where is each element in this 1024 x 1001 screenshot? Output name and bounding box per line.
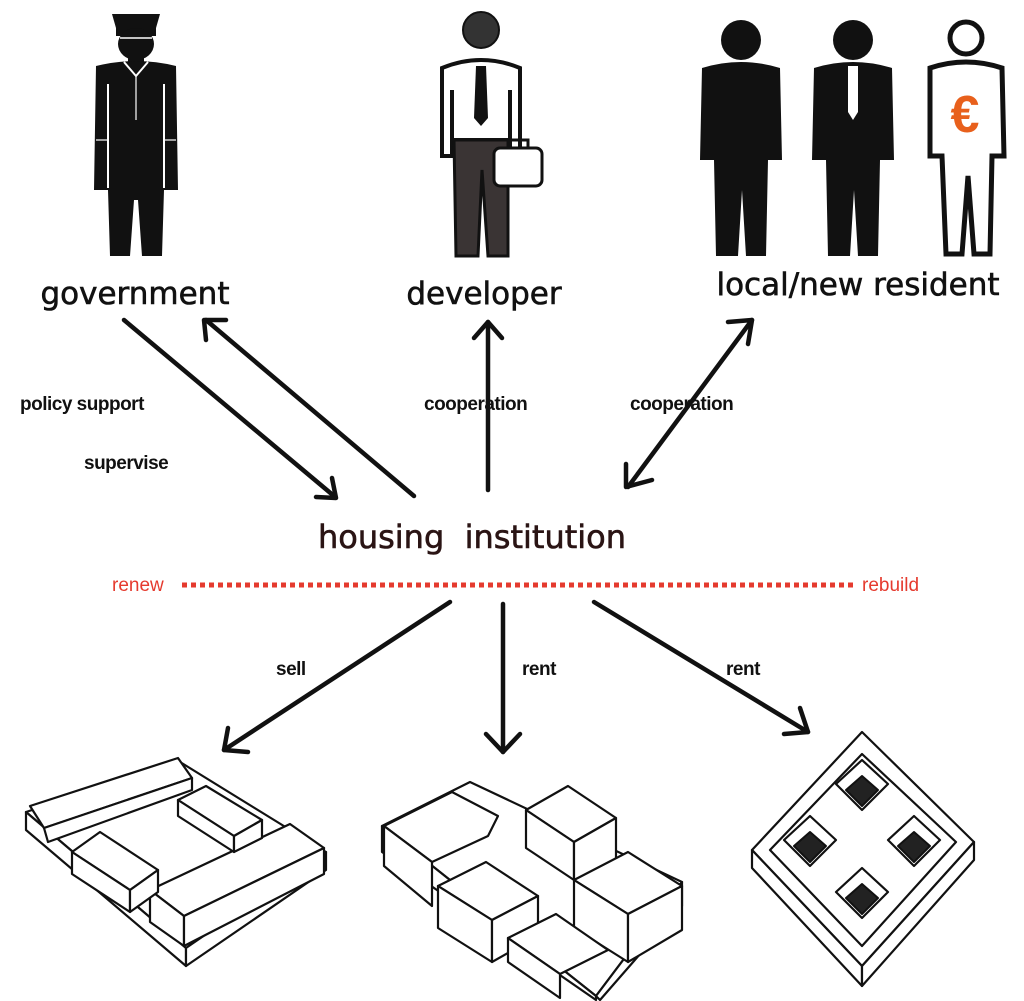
arrow-institution-to-developer: [471, 319, 505, 493]
euro-symbol: €: [951, 86, 980, 144]
arrow-rent-right: [591, 599, 811, 737]
cooperation-resident-label: cooperation: [630, 394, 733, 415]
rent-middle-label: rent: [522, 659, 557, 680]
housing-institution-label: housing institution: [318, 518, 626, 556]
people-icon: [700, 19, 1007, 257]
policy-support-label: policy support: [20, 394, 145, 415]
sell-label: sell: [276, 659, 306, 680]
rebuild-label: rebuild: [862, 575, 919, 596]
rent-right-label: rent: [726, 659, 761, 680]
cooperation-developer-label: cooperation: [424, 394, 527, 415]
government-label: government: [41, 276, 230, 312]
officer-icon: [94, 14, 178, 256]
resident-label: local/new resident: [716, 267, 999, 303]
cluster-building-icon: [380, 780, 684, 1001]
developer-label: developer: [406, 276, 561, 312]
arrow-government-to-institution: [121, 317, 339, 501]
businessman-icon: [440, 11, 544, 258]
arrow-institution-to-government: [201, 317, 417, 499]
supervise-label: supervise: [84, 453, 168, 474]
arrow-rent-middle: [483, 601, 523, 755]
arrow-institution-resident-bidirectional: [623, 317, 755, 490]
square-building-icon: [750, 730, 976, 988]
renew-label: renew: [112, 575, 164, 596]
arrow-sell: [221, 599, 453, 755]
courtyard-building-icon: [24, 756, 328, 968]
